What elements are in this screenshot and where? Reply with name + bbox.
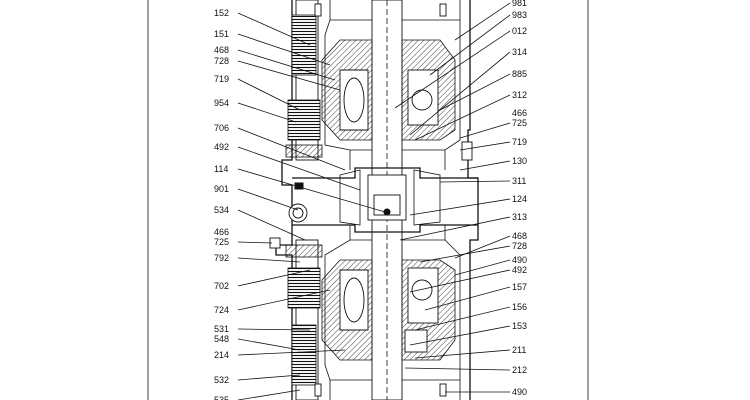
part-label-725: 725 <box>214 237 229 247</box>
left-part-labels: 152 151 468 728 719 954 706 492 114 901 … <box>214 8 229 400</box>
part-label-728: 728 <box>214 56 229 66</box>
part-label-152: 152 <box>214 8 229 18</box>
left-leader-lines <box>237 12 386 400</box>
plug-901-inner <box>292 207 304 219</box>
part-label-535: 535 <box>214 395 229 400</box>
pump-assembly <box>269 0 479 400</box>
bearing-left-upper <box>285 144 323 158</box>
part-label-719: 719 <box>214 74 229 84</box>
upper-valve-port <box>411 89 433 111</box>
center-housing <box>292 167 478 233</box>
part-label-954: 954 <box>214 98 229 108</box>
right-part-labels: 981 983 012 314 885 312 466 725 719 130 … <box>512 0 527 397</box>
gear-upper-top <box>291 14 317 76</box>
part-label-156: 156 <box>512 302 527 312</box>
part-label-531: 531 <box>214 324 229 334</box>
part-label-792: 792 <box>214 253 229 263</box>
part-label-124: 124 <box>512 194 527 204</box>
part-label-311: 311 <box>512 176 526 186</box>
bolt-top-1 <box>314 3 322 17</box>
part-label-492: 492 <box>214 142 229 152</box>
part-label-153: 153 <box>512 321 527 331</box>
part-label-212: 212 <box>512 365 527 375</box>
part-label-548: 548 <box>214 334 229 344</box>
part-label-492-right: 492 <box>512 265 527 275</box>
part-label-211: 211 <box>512 345 526 355</box>
part-label-490-bottom: 490 <box>512 387 527 397</box>
part-label-312: 312 <box>512 90 527 100</box>
part-label-214: 214 <box>214 350 229 360</box>
part-label-725-right: 725 <box>512 118 527 128</box>
part-label-724: 724 <box>214 305 229 315</box>
bolt-top-2 <box>439 3 447 17</box>
part-label-313: 313 <box>512 212 527 222</box>
lower-retainer <box>404 329 428 353</box>
part-label-130: 130 <box>512 156 527 166</box>
gear-lower <box>287 267 321 309</box>
part-label-532: 532 <box>214 375 229 385</box>
part-label-706: 706 <box>214 123 229 133</box>
right-leader-lines <box>394 2 511 393</box>
part-label-981: 981 <box>512 0 527 8</box>
part-label-466: 466 <box>214 227 229 237</box>
port-plug-right <box>461 141 473 161</box>
part-label-534: 534 <box>214 205 229 215</box>
part-label-012: 012 <box>512 26 527 36</box>
bearing-left-lower <box>285 244 323 258</box>
part-label-490: 490 <box>512 255 527 265</box>
lower-valve-port <box>411 279 433 301</box>
part-label-983: 983 <box>512 10 527 20</box>
bolt-bottom-1 <box>314 383 322 397</box>
valve-plate-block <box>339 169 441 226</box>
part-label-901: 901 <box>214 184 229 194</box>
bolt-bottom-2 <box>439 383 447 397</box>
part-label-151: 151 <box>214 29 229 39</box>
part-label-885: 885 <box>512 69 527 79</box>
gear-lower-bottom <box>291 324 317 386</box>
part-label-468-right: 468 <box>512 231 527 241</box>
part-label-114: 114 <box>214 164 228 174</box>
part-label-728-right: 728 <box>512 241 527 251</box>
part-label-702: 702 <box>214 281 229 291</box>
part-label-466-right: 466 <box>512 108 527 118</box>
part-label-157: 157 <box>512 282 527 292</box>
part-label-719-right: 719 <box>512 137 527 147</box>
part-label-314: 314 <box>512 47 527 57</box>
lower-piston-shoe <box>343 277 365 323</box>
part-label-468: 468 <box>214 45 229 55</box>
upper-piston-shoe <box>343 77 365 123</box>
